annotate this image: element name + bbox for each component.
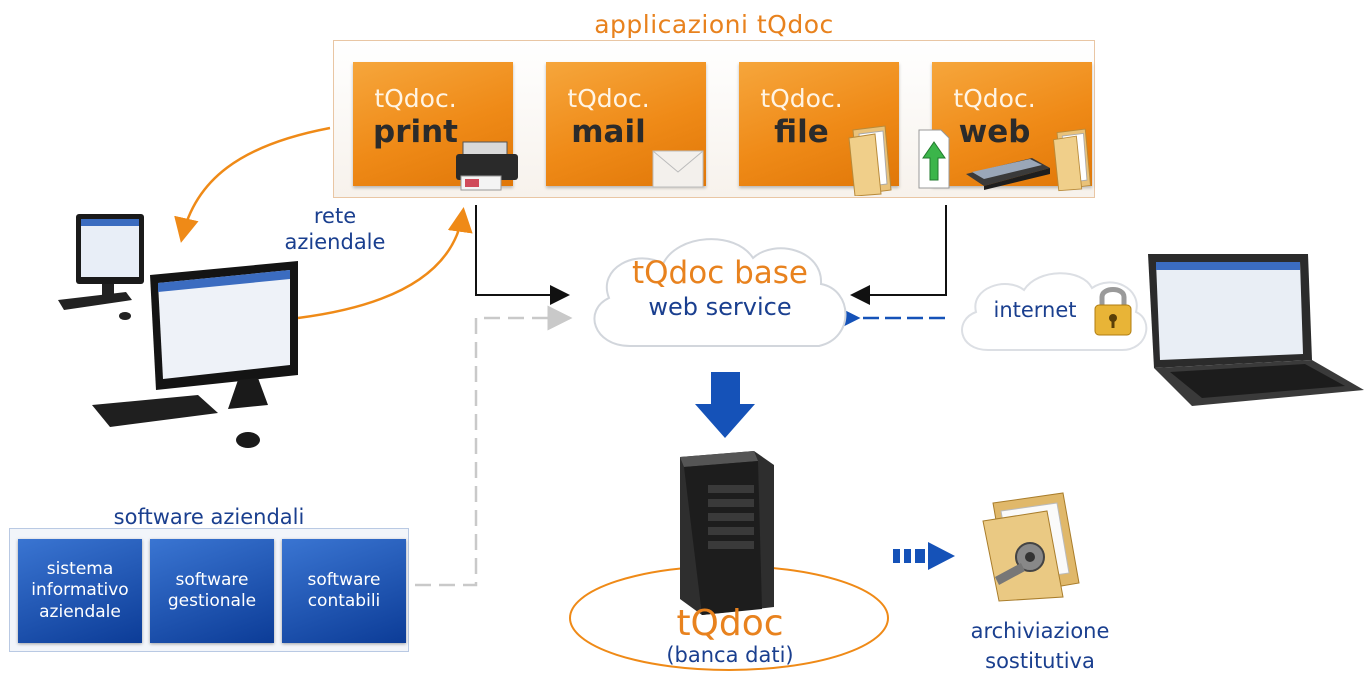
- tile-mail[interactable]: tQdoc. mail: [546, 62, 706, 188]
- software-tile-informativo-label: sistema informativo aziendale: [31, 559, 129, 622]
- tile-print-prefix: tQdoc.: [374, 84, 457, 113]
- arrow-down-to-database: [695, 372, 755, 438]
- desktop-computer-icon: [92, 261, 298, 448]
- line-software-to-cloud: [415, 305, 573, 587]
- server-tower-icon: [680, 451, 774, 615]
- network-label-line2: aziendale: [284, 230, 386, 254]
- software-tile-gestionale[interactable]: software gestionale: [150, 539, 274, 643]
- curve-from-network: [297, 207, 473, 320]
- printer-icon: [456, 141, 518, 191]
- folder-icon: [1053, 128, 1091, 192]
- cloud-base-shape: [593, 238, 847, 347]
- curve-to-network: [174, 126, 331, 243]
- tile-file-name: file: [774, 114, 829, 150]
- network-label-line1: rete: [313, 204, 357, 228]
- laptop-icon: [1148, 254, 1364, 406]
- tile-mail-name: mail: [571, 114, 646, 150]
- database-title: tQdoc: [676, 603, 784, 644]
- database-label: tQdoc (banca dati): [620, 603, 840, 668]
- software-tile-informativo[interactable]: sistema informativo aziendale: [18, 539, 142, 643]
- tile-print-name: print: [373, 114, 458, 150]
- software-title: software aziendali: [113, 505, 305, 529]
- tile-web-prefix: tQdoc.: [953, 84, 1036, 113]
- tile-file[interactable]: tQdoc. file: [739, 62, 899, 196]
- envelope-icon: [652, 150, 704, 188]
- desktop-computer-icon: [58, 214, 144, 320]
- cloud-base-subtitle: web service: [648, 293, 792, 321]
- network-label: rete aziendale: [265, 203, 405, 255]
- line-print-to-cloud: [475, 205, 570, 305]
- tile-mail-prefix: tQdoc.: [567, 84, 650, 113]
- archive-label-line2: sostitutiva: [985, 649, 1095, 673]
- database-subtitle: (banca dati): [666, 643, 794, 667]
- software-tile-contabili[interactable]: software contabili: [282, 539, 406, 643]
- cloud-base-title: tQdoc base: [632, 255, 808, 291]
- padlock-icon: [1094, 287, 1132, 336]
- software-tile-contabili-label: software contabili: [307, 569, 381, 611]
- archive-folder-key-icon: [982, 492, 1080, 602]
- cloud-base-label: tQdoc base web service: [580, 255, 860, 321]
- software-tile-gestionale-label: software gestionale: [167, 569, 257, 611]
- tile-web-name: web: [958, 114, 1031, 150]
- scanner-icon: [966, 158, 1050, 190]
- line-web-to-cloud: [850, 205, 947, 305]
- apps-title: applicazioni tQdoc: [594, 10, 834, 39]
- archive-label-line1: archiviazione: [970, 619, 1110, 643]
- tile-print[interactable]: tQdoc. print: [353, 62, 518, 191]
- upload-document-icon: [918, 129, 950, 189]
- archive-label: archiviazione sostitutiva: [950, 616, 1130, 676]
- tile-file-prefix: tQdoc.: [760, 84, 843, 113]
- folder-icon: [848, 125, 892, 196]
- internet-label: internet: [993, 298, 1077, 322]
- arrow-to-archive: [893, 542, 955, 570]
